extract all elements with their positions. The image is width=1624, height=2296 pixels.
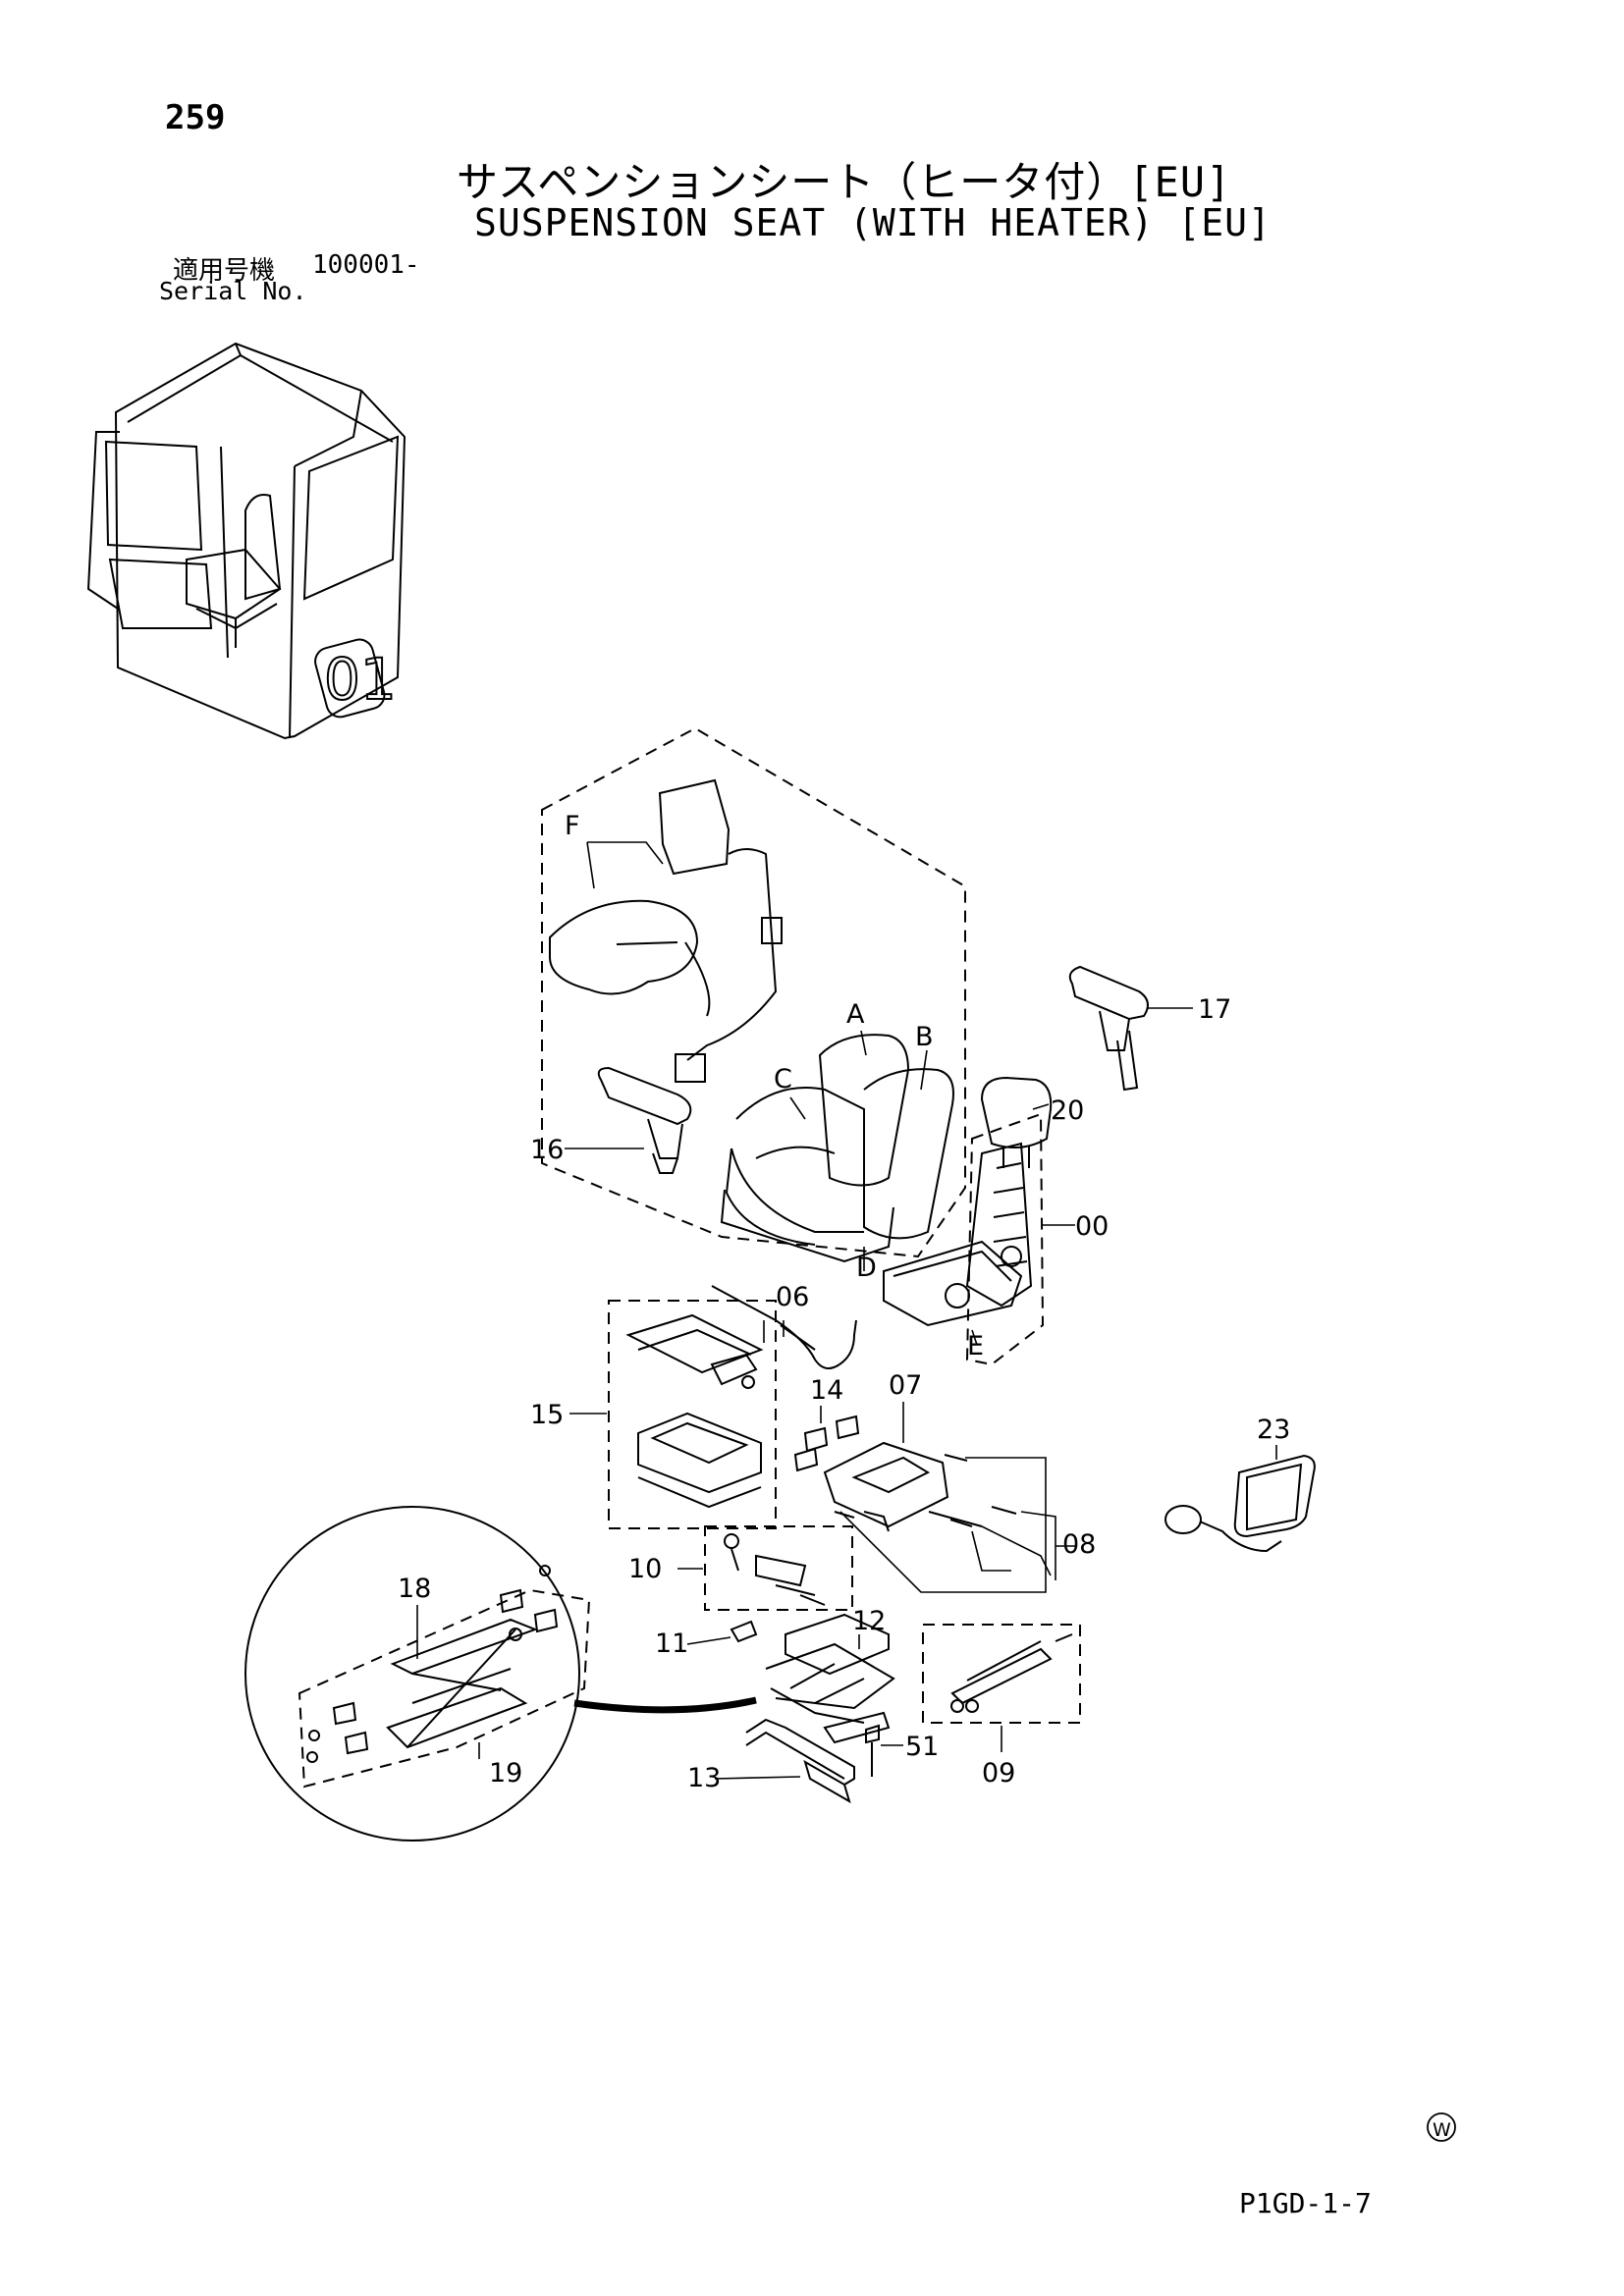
release-cable	[711, 1285, 857, 1369]
seat-heater-pads	[549, 778, 783, 1083]
mounting-kit-group-boundary	[608, 1300, 777, 1529]
cab-mark-text: 01	[324, 646, 397, 713]
support-blocks	[793, 1415, 860, 1472]
suspension-base	[823, 1441, 949, 1532]
footer-page-code: P1GD-1-7	[1239, 2187, 1372, 2219]
circled-w-mark: W	[1427, 2112, 1456, 2142]
cab-overview-illustration: 01	[86, 342, 406, 740]
callout-B: B	[915, 1022, 934, 1052]
callout-12: 12	[852, 1606, 886, 1636]
seat-frame-group-boundary	[965, 1112, 1045, 1366]
callout-10: 10	[628, 1554, 662, 1584]
callout-labels: F A B C D E 00 06 07 08 09 10 11 12 13 1…	[398, 811, 1290, 1793]
heater-switch	[1164, 1454, 1316, 1553]
callout-23: 23	[1257, 1415, 1290, 1445]
headrest	[980, 1076, 1053, 1168]
page-number: 259	[165, 98, 226, 137]
title-japanese: サスペンションシート（ヒータ付）[EU]	[457, 158, 1232, 206]
callout-D: D	[856, 1253, 877, 1283]
serial-label-japanese: 適用号機	[173, 256, 276, 286]
lever-part	[730, 1620, 758, 1643]
callout-F: F	[565, 811, 580, 841]
serial-number-value: 100001-	[312, 250, 420, 280]
callout-19: 19	[489, 1758, 522, 1789]
callout-14: 14	[810, 1375, 843, 1406]
mounting-brackets	[625, 1313, 764, 1509]
callout-06: 06	[776, 1282, 809, 1312]
fastener-group-boundary	[922, 1624, 1081, 1724]
svg-text:W: W	[1433, 2119, 1451, 2141]
serial-label-english: Serial No.	[159, 277, 307, 305]
callout-15: 15	[530, 1400, 564, 1430]
seat-cushion-and-backrest	[720, 1034, 954, 1263]
callout-C: C	[774, 1064, 792, 1095]
callout-09: 09	[982, 1758, 1015, 1789]
callout-16: 16	[530, 1135, 564, 1165]
callout-17: 17	[1198, 994, 1231, 1025]
leader-lines	[416, 841, 1277, 1780]
height-lever	[745, 1718, 855, 1804]
title-english: SUSPENSION SEAT (WITH HEATER) [EU]	[474, 201, 1272, 244]
callout-13: 13	[687, 1763, 721, 1793]
callout-E: E	[967, 1331, 984, 1362]
armrest-left	[597, 1066, 692, 1174]
callout-08: 08	[1062, 1529, 1096, 1560]
springs	[834, 1454, 1017, 1527]
callout-18: 18	[398, 1574, 431, 1604]
detail-scissor-frame	[306, 1565, 559, 1763]
bolt-51	[865, 1724, 880, 1777]
callout-00: 00	[1075, 1211, 1109, 1242]
adjuster-group-boundary	[704, 1525, 853, 1611]
callout-07: 07	[889, 1370, 922, 1401]
heater-group-boundary	[541, 726, 966, 1258]
callout-11: 11	[655, 1629, 688, 1659]
callout-20: 20	[1051, 1095, 1084, 1126]
seat-frame	[883, 1142, 1033, 1327]
fastener-parts	[950, 1633, 1073, 1713]
detail-group-boundary	[298, 1588, 591, 1789]
armrest-right	[1068, 965, 1149, 1092]
detail-view-circle	[244, 1506, 580, 1842]
callout-A: A	[846, 999, 865, 1030]
adjuster-parts	[724, 1533, 826, 1606]
scissor-mechanism	[765, 1613, 895, 1744]
callout-51: 51	[905, 1732, 939, 1762]
